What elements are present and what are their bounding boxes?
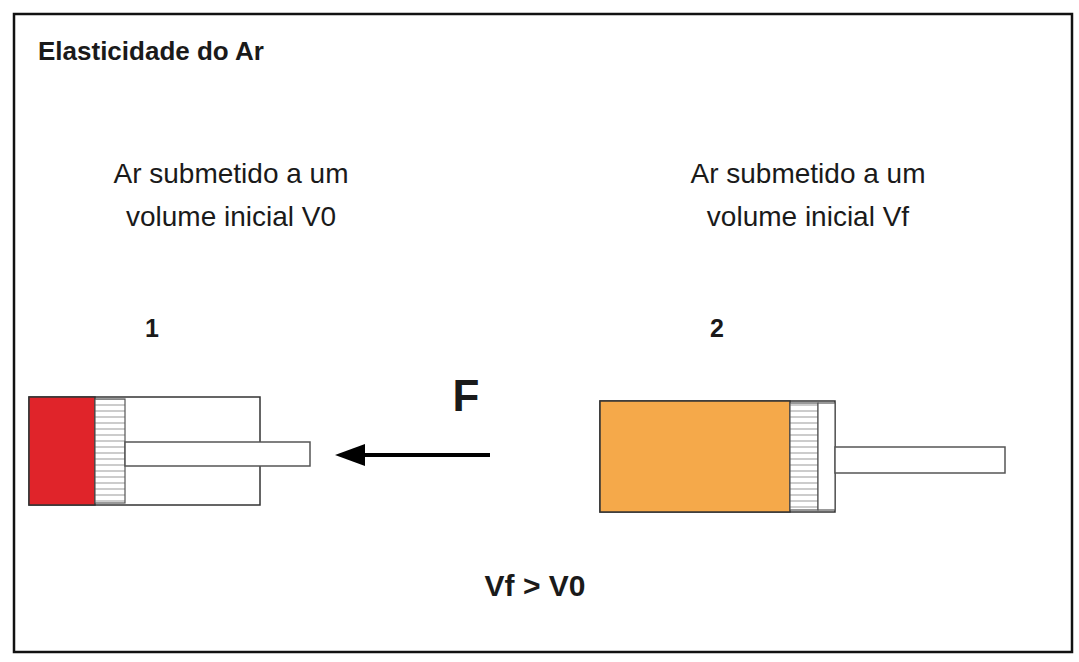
cylinder-expanded xyxy=(600,401,1005,512)
callout-number: 1 xyxy=(122,313,182,343)
state-label: Ar submetido a um volume inicial Vf xyxy=(643,152,973,239)
relation-label: Vf > V0 xyxy=(385,568,685,604)
callout-number: 2 xyxy=(687,313,747,343)
diagram-title: Elasticidade do Ar xyxy=(38,36,538,67)
force-label: F xyxy=(426,370,506,423)
cylinder-compressed xyxy=(29,397,310,505)
state-label: Ar submetido a um volume inicial V0 xyxy=(66,152,396,239)
frame xyxy=(14,14,1072,652)
force-arrow xyxy=(335,444,490,466)
